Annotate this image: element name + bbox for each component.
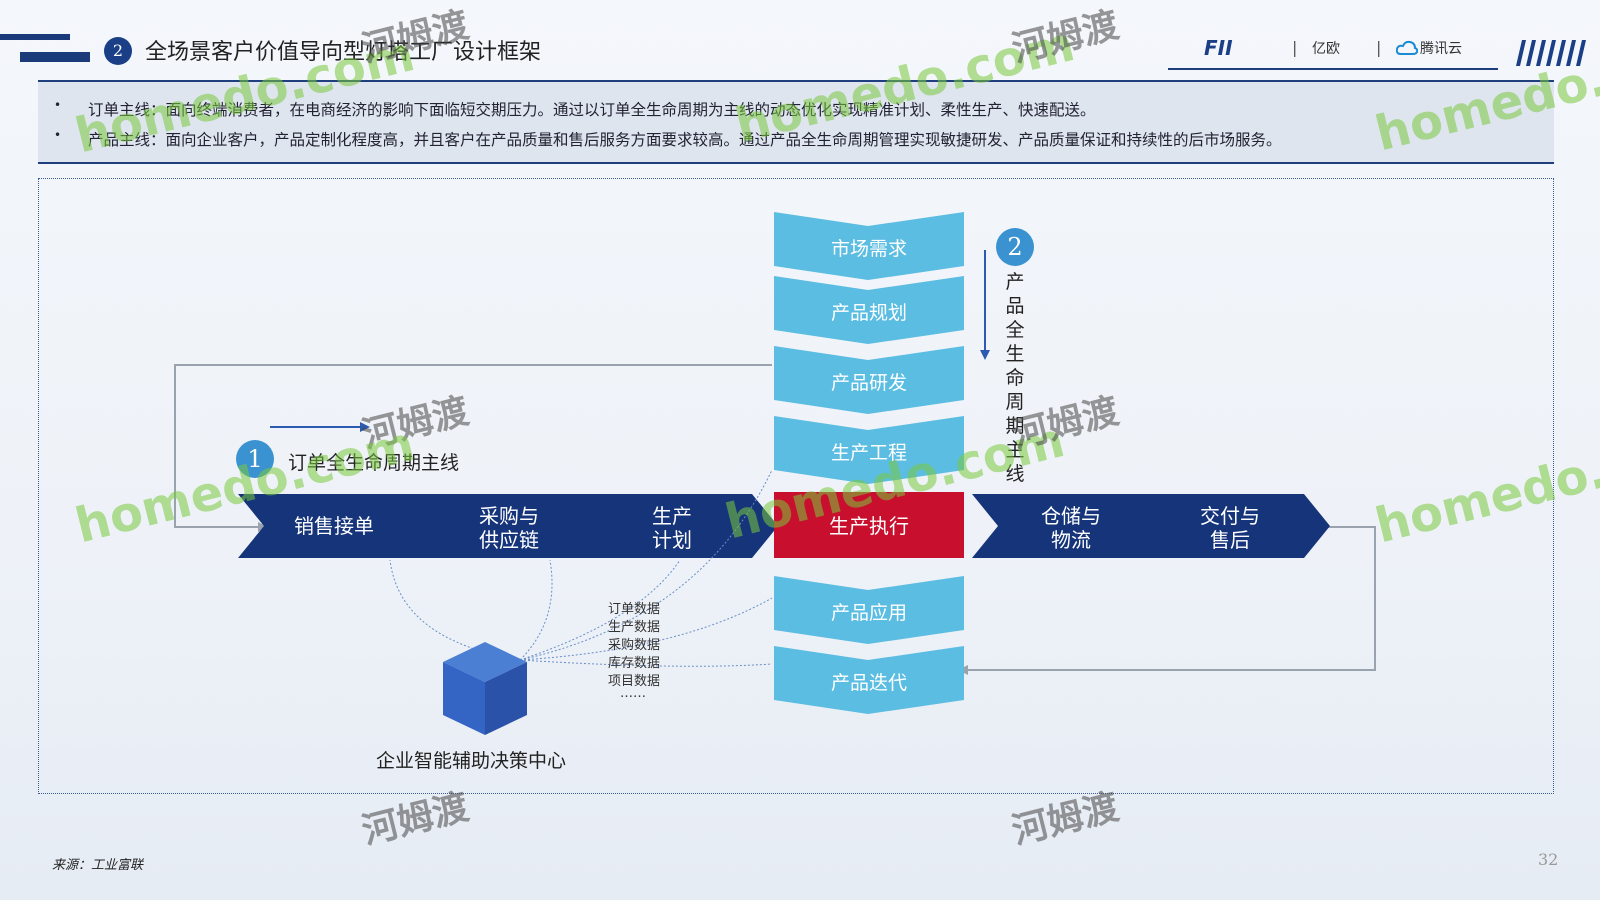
data-item-more: …… — [620, 686, 646, 701]
order-mainline-summary: 订单主线：面向终端消费者，在电商经济的影响下面临短交期压力。通过以订单全生命周期… — [88, 101, 1096, 119]
product-mainline-number: 2 — [996, 228, 1034, 266]
corner-bar-bottom — [20, 52, 90, 62]
logo-separator-2: | — [1376, 38, 1382, 57]
lc-production-engineering: 生产工程 — [830, 442, 907, 464]
vertical-char: 全 — [1005, 319, 1025, 341]
vertical-char: 品 — [1005, 295, 1025, 317]
diagram-frame — [38, 178, 1554, 794]
vertical-char: 期 — [1005, 415, 1025, 437]
lc-market-demand: 市场需求 — [830, 238, 907, 260]
tencent-cloud-icon — [1395, 40, 1419, 60]
lc-product-application: 产品应用 — [830, 602, 907, 624]
feedback-line-bottom — [968, 526, 1376, 671]
feedback-line-top — [174, 364, 772, 528]
chevron-warehouse — [972, 494, 1166, 558]
order-mainline-number: 1 — [236, 440, 274, 478]
shape-production-engineering — [774, 416, 964, 484]
shape-product-planning — [774, 276, 964, 344]
data-item-projects: 项目数据 — [608, 674, 661, 689]
step-production-execution: 生产执行 — [829, 514, 909, 538]
data-item-orders: 订单数据 — [608, 602, 661, 617]
page-number: 32 — [1538, 850, 1559, 869]
vertical-char: 主 — [1005, 439, 1025, 461]
page-title: 全场景客户价值导向型灯塔工厂设计框架 — [145, 40, 542, 65]
source-note: 来源：工业富联 — [52, 858, 144, 873]
tencent-cloud-logo: 腾讯云 — [1420, 41, 1462, 57]
chevron-sales — [238, 494, 440, 558]
order-chevrons — [238, 494, 1330, 558]
header-rule — [1168, 68, 1498, 70]
vertical-char: 命 — [1005, 367, 1025, 389]
vertical-char: 周 — [1005, 391, 1025, 413]
data-item-procurement: 采购数据 — [608, 638, 661, 653]
fii-logo: FII — [1204, 36, 1233, 60]
decision-center-cube-icon — [443, 642, 527, 735]
logo-separator-1: | — [1292, 38, 1298, 57]
arrowhead — [980, 350, 990, 360]
lc-product-iteration: 产品迭代 — [830, 672, 907, 694]
box-production-execution — [774, 492, 964, 558]
lc-product-rd: 产品研发 — [830, 372, 907, 394]
shape-product-rd — [774, 346, 964, 414]
step-sales-order: 销售接单 — [294, 514, 374, 538]
summary-banner: • 订单主线：面向终端消费者，在电商经济的影响下面临短交期压力。通过以订单全生命… — [38, 80, 1554, 164]
product-mainline-summary: 产品主线：面向企业客户，产品定制化程度高，并且客户在产品质量和售后服务方面要求较… — [88, 131, 1282, 149]
decorative-stripes — [1516, 40, 1586, 66]
lc-product-planning: 产品规划 — [830, 302, 907, 324]
shape-market-demand — [774, 212, 964, 280]
step-planning: 生产 计划 — [652, 504, 692, 552]
step-warehouse: 仓储与 物流 — [1041, 504, 1101, 552]
order-mainline-label: 订单全生命周期主线 — [288, 452, 460, 474]
bullet: • — [54, 98, 62, 112]
chevron-procurement — [408, 494, 608, 558]
header: 2 全场景客户价值导向型灯塔工厂设计框架 — [0, 28, 1600, 72]
bullet: • — [54, 128, 62, 142]
arrowhead — [360, 422, 370, 432]
chevron-delivery — [1138, 494, 1330, 558]
arrowhead — [258, 522, 268, 532]
vertical-char: 线 — [1005, 463, 1025, 485]
product-lifecycle-shapes — [774, 212, 964, 714]
data-item-production: 生产数据 — [608, 620, 661, 635]
data-flow-curves — [389, 469, 773, 667]
step-delivery: 交付与 售后 — [1200, 504, 1260, 552]
yiou-logo: 亿欧 — [1312, 41, 1340, 57]
decision-center-label: 企业智能辅助决策中心 — [376, 750, 567, 772]
corner-bar-top — [0, 34, 70, 40]
step-procurement: 采购与 供应链 — [479, 504, 539, 552]
shape-product-iteration — [774, 646, 964, 714]
data-item-inventory: 库存数据 — [608, 656, 661, 671]
vertical-char: 生 — [1005, 343, 1025, 365]
shape-product-application — [774, 576, 964, 644]
chevron-planning — [576, 494, 778, 558]
section-number-badge: 2 — [104, 37, 132, 65]
vertical-char: 产 — [1005, 271, 1025, 293]
